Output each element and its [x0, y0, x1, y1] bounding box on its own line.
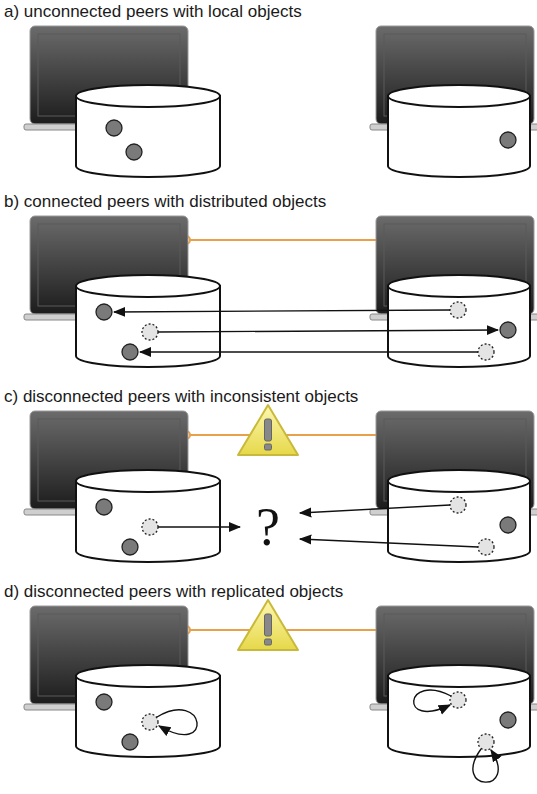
database-cylinder [76, 85, 220, 177]
reference-arrow [300, 539, 478, 547]
reference-arrow [140, 351, 478, 352]
local-object [500, 517, 516, 533]
local-object [106, 120, 122, 136]
warning-icon [238, 600, 298, 650]
proxy-object [478, 539, 494, 555]
proxy-object [450, 692, 466, 708]
network-link [186, 239, 382, 241]
reference-arrow [300, 505, 450, 513]
local-object [122, 734, 138, 750]
scenario-panel [24, 26, 537, 177]
question-mark: ? [256, 499, 280, 555]
local-object [96, 499, 112, 515]
local-object [96, 694, 112, 710]
reference-arrow [114, 310, 450, 312]
self-reference-arrow [473, 749, 498, 782]
reference-arrow [158, 526, 240, 527]
database-cylinder [388, 470, 530, 562]
database-cylinder [76, 470, 220, 562]
panel-title: a) unconnected peers with local objects [4, 2, 302, 22]
panel-title: c) disconnected peers with inconsistent … [4, 387, 358, 407]
proxy-object [478, 344, 494, 360]
proxy-object [478, 734, 494, 750]
local-object [126, 144, 142, 160]
proxy-object [450, 302, 466, 318]
local-object [122, 344, 138, 360]
scenario-panel [24, 216, 537, 367]
self-reference-arrow [414, 690, 451, 711]
warning-icon [238, 405, 298, 455]
database-cylinder [388, 85, 530, 177]
local-object [96, 304, 112, 320]
database-cylinder [388, 275, 530, 367]
local-object [122, 539, 138, 555]
panel-title: d) disconnected peers with replicated ob… [4, 582, 343, 602]
proxy-object [142, 324, 158, 340]
proxy-object [142, 714, 158, 730]
reference-arrow [158, 330, 498, 332]
database-cylinder [76, 665, 220, 757]
proxy-object [142, 519, 158, 535]
local-object [500, 712, 516, 728]
scenario-panel [24, 600, 537, 782]
self-reference-arrow [157, 710, 197, 735]
database-cylinder [388, 665, 530, 757]
local-object [500, 132, 516, 148]
scenario-panel [24, 405, 537, 562]
proxy-object [450, 497, 466, 513]
panel-title: b) connected peers with distributed obje… [4, 192, 326, 212]
database-cylinder [76, 275, 220, 367]
local-object [500, 322, 516, 338]
